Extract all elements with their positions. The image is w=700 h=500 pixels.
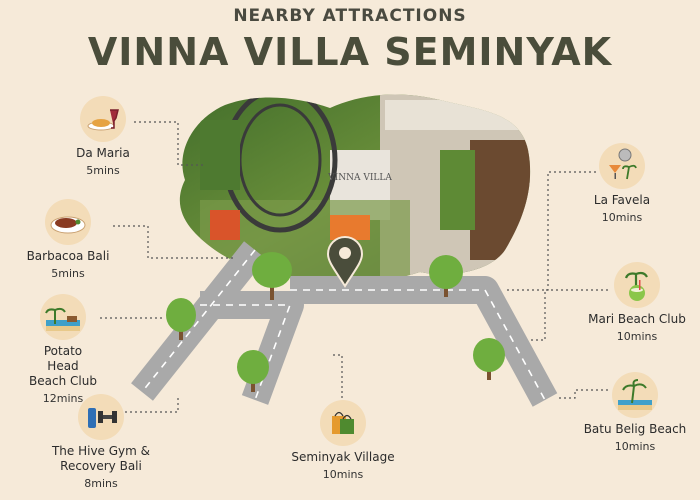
tree-icon <box>237 350 269 392</box>
poi-name: Da Maria <box>76 146 130 160</box>
subtitle: NEARBY ATTRACTIONS <box>233 6 467 26</box>
poi-time: 10mins <box>322 468 364 481</box>
disco-cocktail-icon <box>599 143 645 189</box>
steak-plate-icon <box>45 199 91 245</box>
connector-lines <box>100 121 608 413</box>
poi-mari-beach-club: Mari Beach Club 10mins <box>584 262 690 344</box>
poi-time: 5mins <box>51 267 85 280</box>
tree-icon <box>252 252 292 300</box>
poi-time: 5mins <box>86 164 120 177</box>
poi-seminyak-village: Seminyak Village 10mins <box>290 400 396 482</box>
poi-name: Seminyak Village <box>291 450 395 464</box>
tree-icon <box>473 338 505 380</box>
poi-la-favela: La Favela 10mins <box>584 143 660 225</box>
poi-name: Potato Head Beach Club <box>29 344 97 388</box>
pasta-wine-icon <box>80 96 126 142</box>
page-title: VINNA VILLA SEMINYAK <box>87 30 613 74</box>
poi-da-maria: Da Maria 5mins <box>62 96 144 178</box>
poi-time: 10mins <box>616 330 658 343</box>
poi-name: Barbacoa Bali <box>26 249 110 263</box>
poi-name: Batu Belig Beach <box>583 422 687 436</box>
location-pin-icon <box>326 236 364 288</box>
poi-time: 12mins <box>42 392 84 405</box>
tree-icon <box>166 298 196 340</box>
poi-potato-head: Potato Head Beach Club 12mins <box>18 294 108 406</box>
poi-barbacoa-bali: Barbacoa Bali 5mins <box>20 199 116 281</box>
poi-batu-belig: Batu Belig Beach 10mins <box>580 372 690 454</box>
poi-name: The Hive Gym & Recovery Bali <box>51 444 151 473</box>
poi-time: 10mins <box>601 211 643 224</box>
poi-name: Mari Beach Club <box>588 312 686 326</box>
tree-icon <box>429 255 463 297</box>
palm-beach-icon <box>612 372 658 418</box>
poi-name: La Favela <box>593 193 651 207</box>
beach-club-icon <box>40 294 86 340</box>
dumbbell-icon <box>78 394 124 440</box>
villa-sign: VINNA VILLA <box>327 173 392 183</box>
shopping-bag-icon <box>320 400 366 446</box>
coconut-drink-icon <box>614 262 660 308</box>
poi-time: 10mins <box>614 440 656 453</box>
poi-hive-gym: The Hive Gym & Recovery Bali 8mins <box>46 394 156 491</box>
poi-time: 8mins <box>84 477 118 490</box>
